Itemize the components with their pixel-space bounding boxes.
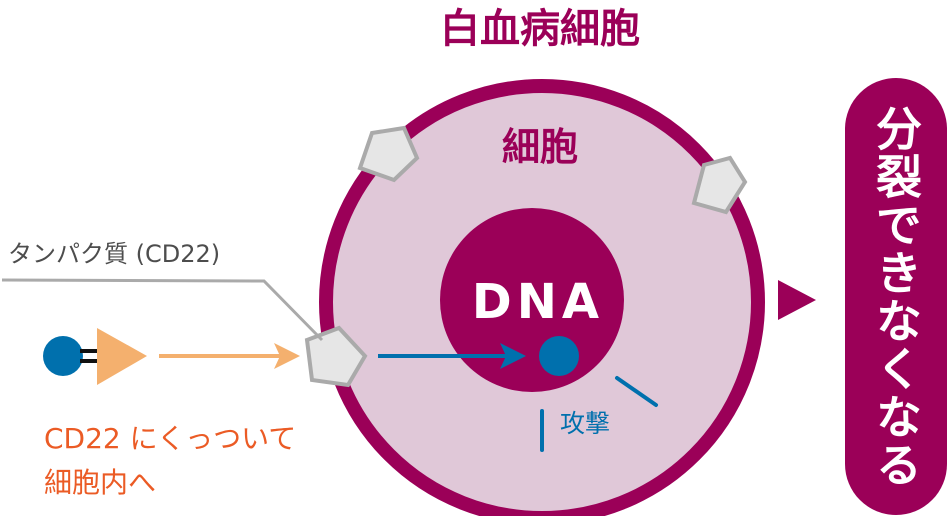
cd22-protein-pentagon	[304, 325, 368, 388]
cd22-protein-pentagon	[357, 125, 420, 183]
drug-caption-line2: 細胞内へ	[44, 466, 156, 499]
protein-label: タンパク質 (CD22)	[8, 240, 220, 268]
attack-mark	[615, 376, 658, 407]
result-label: 分裂できなくなる	[869, 104, 923, 489]
title: 白血病細胞	[440, 6, 640, 52]
payload-at-dna-icon	[539, 336, 579, 376]
drug-caption-line1: CD22 にくっついて	[44, 422, 296, 455]
cd22-protein-pentagon	[691, 155, 748, 215]
entry-arrowhead	[274, 343, 300, 369]
attack-label: 攻撃	[560, 409, 610, 438]
result-pill	[845, 78, 947, 515]
antibody-icon	[97, 328, 147, 385]
play-arrow-icon	[778, 280, 816, 320]
internal-arrowhead	[500, 343, 526, 369]
drug-payload-icon	[43, 336, 83, 376]
protein-leader-line	[1, 278, 324, 342]
dna-label: DNA	[472, 274, 604, 330]
cell-label: 細胞	[502, 125, 578, 169]
dna-nucleus	[440, 208, 624, 392]
